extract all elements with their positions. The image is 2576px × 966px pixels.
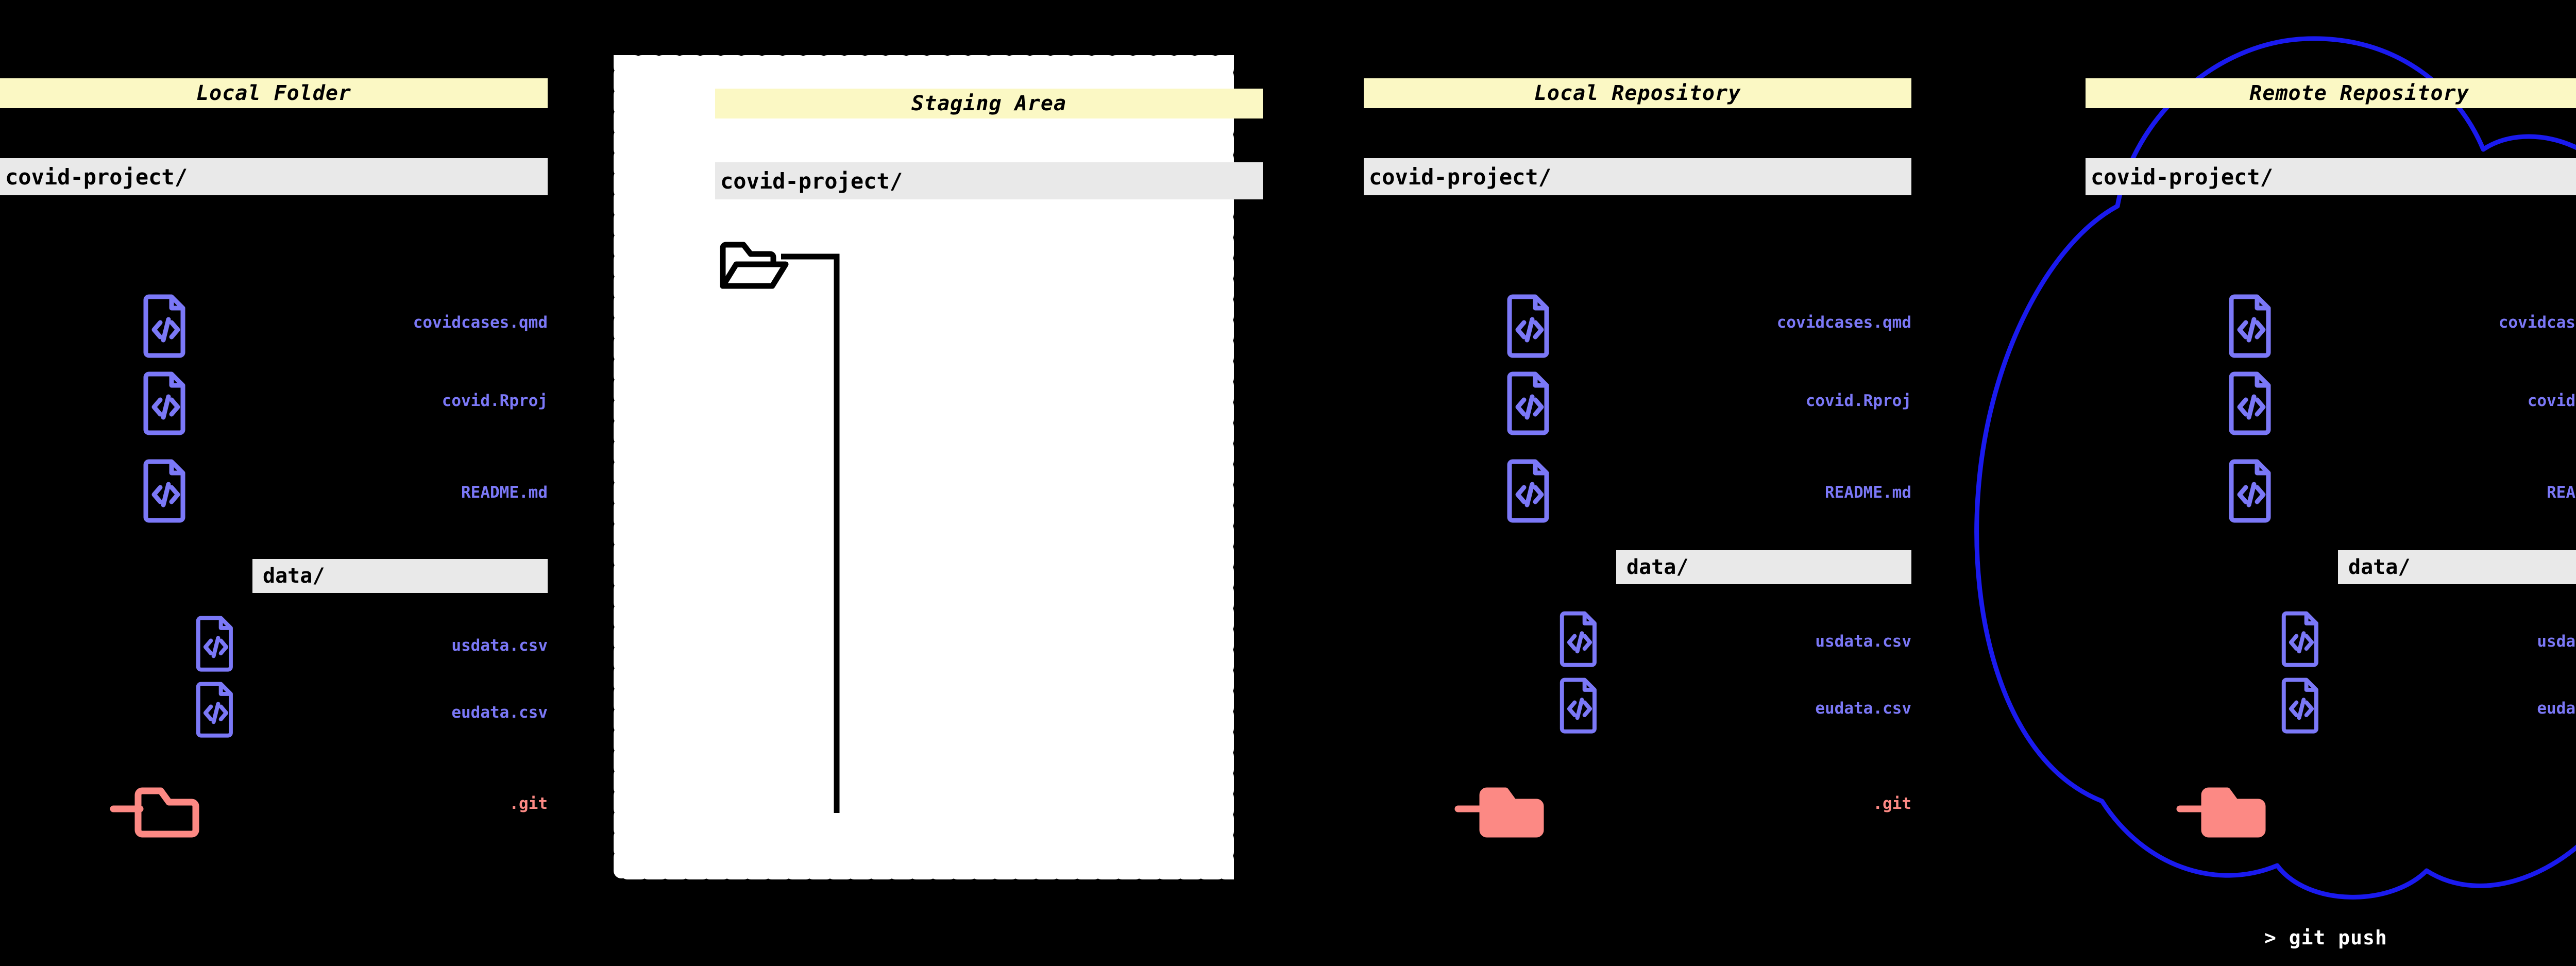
code-file-icon — [196, 614, 234, 672]
code-file-icon — [1507, 293, 1551, 358]
code-file-icon — [2229, 457, 2273, 523]
panel-local-repository: Local Repository covid-project/ covidcas… — [1360, 0, 1927, 966]
file-label: usdata.csv — [1815, 632, 1911, 651]
git-folder-label: .git — [2446, 794, 2576, 813]
code-file-icon — [1507, 370, 1551, 435]
folder-icon — [108, 779, 211, 838]
directory-box: data/ — [2338, 550, 2576, 584]
cloud-container — [1947, 0, 2576, 966]
panel-title-local-repository: Local Repository — [1364, 78, 1911, 108]
file-label: usdata.csv — [451, 636, 548, 655]
code-file-icon — [196, 680, 234, 738]
file-label: covid.Rproj — [442, 392, 548, 410]
path-box-local-folder: covid-project/ — [0, 158, 548, 195]
folder-icon — [2175, 779, 2278, 838]
file-label: usdata.csv — [2537, 632, 2576, 651]
panel-title-local-folder: Local Folder — [0, 78, 548, 108]
panel-staging-area: Staging Area covid-project/ — [613, 0, 1263, 966]
file-label: README.md — [1825, 483, 1911, 502]
code-file-icon — [143, 293, 187, 358]
file-label: eudata.csv — [1815, 699, 1911, 718]
file-label: covid.Rproj — [1805, 392, 1911, 410]
path-box-staging-area: covid-project/ — [715, 162, 1263, 199]
git-folder-label: .git — [1873, 794, 1911, 813]
panel-title-remote-repository: Remote Repository — [2086, 78, 2576, 108]
directory-box: data/ — [252, 559, 548, 593]
file-label: covidcases.qmd — [2498, 313, 2576, 332]
panel-local-folder: Local Folder covid-project/ covidcases.q… — [0, 0, 567, 966]
path-box-local-repository: covid-project/ — [1364, 158, 1911, 195]
panel-remote-repository: Remote Repository covid-project/ covidca… — [2081, 0, 2576, 966]
file-label: README.md — [2547, 483, 2576, 502]
panel-title-staging-area: Staging Area — [715, 89, 1263, 118]
file-label: eudata.csv — [451, 703, 548, 722]
code-file-icon — [1560, 676, 1598, 734]
file-label: covidcases.qmd — [1776, 313, 1911, 332]
code-file-icon — [2229, 370, 2273, 435]
code-file-icon — [2281, 609, 2320, 667]
path-box-remote-repository: covid-project/ — [2086, 158, 2576, 195]
code-file-icon — [143, 457, 187, 523]
code-file-icon — [2281, 676, 2320, 734]
directory-box: data/ — [1616, 550, 1911, 584]
file-label: covidcases.qmd — [413, 313, 548, 332]
open-folder-icon — [714, 234, 789, 291]
code-file-icon — [1560, 609, 1598, 667]
cloud-icon — [1974, 36, 2576, 900]
file-label: covid.Rproj — [2527, 392, 2576, 410]
git-push-command: > git push — [2264, 926, 2387, 949]
staging-connector-line — [781, 253, 840, 813]
code-file-icon — [143, 370, 187, 435]
git-folder-label: .git — [509, 794, 548, 813]
folder-icon — [1453, 779, 1556, 838]
file-label: eudata.csv — [2537, 699, 2576, 718]
file-label: README.md — [461, 483, 548, 502]
code-file-icon — [2229, 293, 2273, 358]
code-file-icon — [1507, 457, 1551, 523]
